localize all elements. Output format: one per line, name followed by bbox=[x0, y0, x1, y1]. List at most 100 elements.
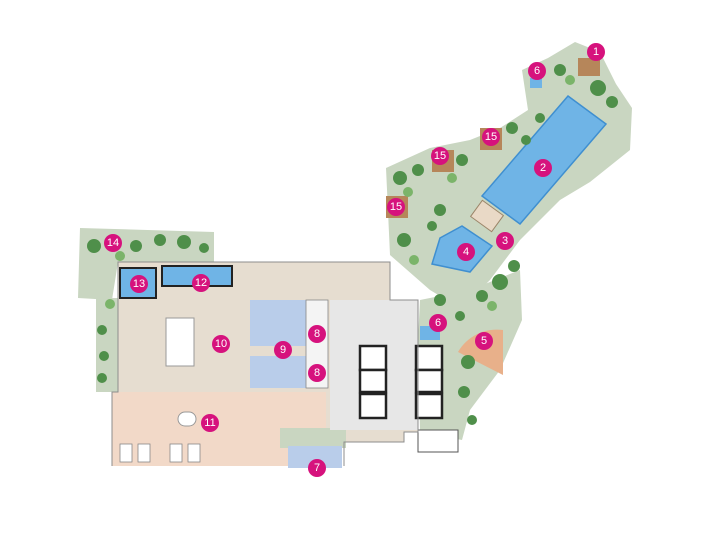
tree bbox=[590, 80, 606, 96]
marker-12: 12 bbox=[192, 274, 210, 292]
marker-label: 14 bbox=[107, 237, 119, 249]
marker-2: 2 bbox=[534, 159, 552, 177]
tree bbox=[606, 96, 618, 108]
trees-light bbox=[105, 75, 575, 311]
marker-label: 11 bbox=[204, 417, 215, 429]
elevator bbox=[358, 392, 388, 420]
tree bbox=[409, 255, 419, 265]
marker-label: 10 bbox=[215, 338, 227, 350]
marker-3: 3 bbox=[496, 232, 514, 250]
tree bbox=[458, 386, 470, 398]
tree bbox=[115, 251, 125, 261]
tree bbox=[434, 204, 446, 216]
marker-6-upper: 6 bbox=[528, 62, 546, 80]
tree bbox=[521, 135, 531, 145]
marker-label: 15 bbox=[390, 201, 402, 213]
tree bbox=[492, 274, 508, 290]
marker-label: 15 bbox=[485, 131, 497, 143]
marker-label: 3 bbox=[502, 235, 508, 247]
jacuzzi-13 bbox=[119, 267, 157, 299]
marker-15-b: 15 bbox=[482, 128, 500, 146]
tree bbox=[105, 299, 115, 309]
marker-1: 1 bbox=[587, 43, 605, 61]
elevator bbox=[358, 368, 388, 394]
marker-6-lower: 6 bbox=[429, 314, 447, 332]
trees bbox=[87, 64, 618, 425]
tree bbox=[397, 233, 411, 247]
marker-label: 15 bbox=[434, 150, 446, 162]
marker-4: 4 bbox=[457, 243, 475, 261]
tree bbox=[447, 173, 457, 183]
marker-14: 14 bbox=[104, 234, 122, 252]
splash-6-upper bbox=[530, 78, 542, 88]
tree bbox=[434, 294, 446, 306]
marker-8-upper: 8 bbox=[308, 325, 326, 343]
elevator bbox=[414, 368, 444, 394]
marker-15-c: 15 bbox=[387, 198, 405, 216]
marker-8-lower: 8 bbox=[308, 364, 326, 382]
marker-label: 9 bbox=[280, 344, 286, 356]
elevator bbox=[414, 392, 444, 420]
marker-label: 8 bbox=[314, 367, 320, 379]
marker-label: 6 bbox=[435, 317, 441, 329]
lobby-walk bbox=[280, 428, 346, 448]
elevator bbox=[414, 344, 444, 372]
marker-11: 11 bbox=[201, 414, 219, 432]
sundeck-3 bbox=[469, 199, 505, 233]
marker-label: 1 bbox=[593, 46, 599, 58]
spa-9-upper bbox=[250, 300, 306, 346]
tree bbox=[508, 260, 520, 272]
marker-9: 9 bbox=[274, 341, 292, 359]
tree bbox=[130, 240, 142, 252]
marker-label: 4 bbox=[463, 246, 469, 258]
tree bbox=[412, 164, 424, 176]
tree bbox=[455, 311, 465, 321]
tree bbox=[177, 235, 191, 249]
marker-7: 7 bbox=[308, 459, 326, 477]
tree bbox=[97, 373, 107, 383]
tree bbox=[476, 290, 488, 302]
marker-label: 6 bbox=[534, 65, 540, 77]
stairwell bbox=[417, 429, 459, 453]
tree bbox=[461, 355, 475, 369]
marker-label: 2 bbox=[540, 162, 546, 174]
markers: 1 2 3 4 5 6 6 7 8 8 9 10 11 12 13 14 15 … bbox=[104, 43, 605, 477]
feature-stair bbox=[165, 317, 195, 367]
lounger bbox=[137, 443, 151, 463]
lounger bbox=[169, 443, 183, 463]
tree bbox=[427, 221, 437, 231]
marker-label: 8 bbox=[314, 328, 320, 340]
lounger bbox=[119, 443, 133, 463]
marker-label: 13 bbox=[133, 278, 145, 290]
building-outline bbox=[111, 261, 419, 466]
building bbox=[111, 261, 459, 468]
tree bbox=[535, 113, 545, 123]
spa-9-lower bbox=[250, 356, 306, 388]
tree bbox=[403, 187, 413, 197]
sculpture bbox=[177, 411, 197, 427]
marker-5: 5 bbox=[475, 332, 493, 350]
entrance-7 bbox=[288, 446, 342, 468]
tree bbox=[97, 325, 107, 335]
marker-13: 13 bbox=[130, 275, 148, 293]
garden-west-side bbox=[96, 298, 118, 392]
tree bbox=[554, 64, 566, 76]
lookout-deck-1 bbox=[578, 58, 600, 76]
tree bbox=[456, 154, 468, 166]
marker-label: 12 bbox=[195, 277, 207, 289]
marker-label: 7 bbox=[314, 462, 320, 474]
tree bbox=[87, 239, 101, 253]
marker-label: 5 bbox=[481, 335, 487, 347]
tree bbox=[199, 243, 209, 253]
tree bbox=[154, 234, 166, 246]
marker-15-a: 15 bbox=[431, 147, 449, 165]
tree bbox=[393, 171, 407, 185]
tree bbox=[99, 351, 109, 361]
tree bbox=[565, 75, 575, 85]
elevator bbox=[358, 344, 388, 372]
lounger bbox=[187, 443, 201, 463]
tree bbox=[506, 122, 518, 134]
tree bbox=[467, 415, 477, 425]
tree bbox=[487, 301, 497, 311]
